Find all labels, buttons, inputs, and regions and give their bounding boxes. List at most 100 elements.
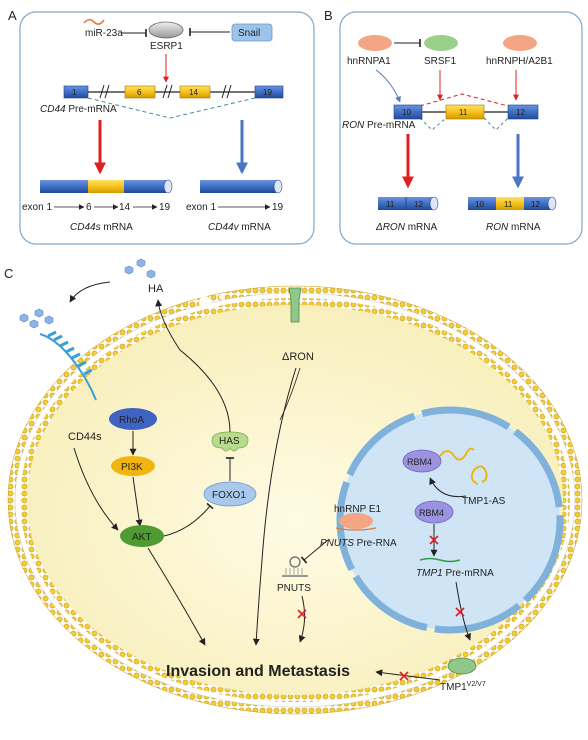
akt-inhibit-foxo1 <box>163 502 214 537</box>
rhoa-label: RhoA <box>119 415 144 426</box>
tmp1-export-cross-icon <box>455 607 465 617</box>
cd44-exon-6 <box>124 85 156 99</box>
hnrnpe1-protein <box>339 513 373 529</box>
rbm4-top-label: RBM4 <box>407 457 432 467</box>
ron-exon-10-label: 10 <box>402 108 411 117</box>
break-mark-2 <box>162 84 173 99</box>
nucleus <box>336 406 564 634</box>
ron-exon-11 <box>445 104 485 120</box>
tmp1-to-invasion <box>375 669 441 681</box>
panel-b-letter: B <box>324 8 333 23</box>
cd44-exon-1-label: 1 <box>72 88 77 97</box>
ron-exon-10b: 10 <box>475 200 484 209</box>
pi3k-label: PI3K <box>121 462 143 473</box>
cd44s-mrna-label: CD44s mRNA <box>70 222 133 233</box>
pi3k-to-akt <box>132 476 143 527</box>
has-to-ha <box>155 299 231 433</box>
cd44s-to-akt <box>73 447 119 531</box>
skip-dashed-line <box>87 97 256 119</box>
pnuts-label: PNUTS <box>277 583 311 594</box>
delta-ron-exon-12: 12 <box>414 200 423 209</box>
panel-c: C HA CD44s ΔRON RhoA <box>4 258 583 715</box>
tmp1-label: TMP1V2/V7 <box>440 681 486 693</box>
rbm4-mid-label: RBM4 <box>419 508 444 518</box>
tmp1-premrna-label: TMP1 Pre-mRNA <box>416 568 494 579</box>
tmp1-protein <box>447 657 477 675</box>
panel-b: B hnRNPA1 SRSF1 hnRNPH/A2B1 10 11 12 RON… <box>324 8 583 245</box>
cd44-exon-14-label: 14 <box>189 88 198 97</box>
ron-mrna-bar <box>468 196 557 211</box>
pnuts-cross-icon <box>297 609 307 619</box>
tmp1-premrna-icon <box>419 557 461 563</box>
vesicle-bubble-small <box>219 294 225 300</box>
pnuts-rna-icon <box>282 556 308 577</box>
ron-mrna-label: RON mRNA <box>486 222 541 233</box>
cd44-exon-1 <box>63 85 89 99</box>
akt-to-invasion <box>147 547 206 646</box>
break-mark-3 <box>221 84 232 99</box>
ron-exon-12 <box>507 104 539 120</box>
delta-ron-label: ΔRON <box>282 351 314 363</box>
rbm4-block-cross-icon <box>429 535 439 545</box>
tmp1as-rna-icon <box>470 465 488 485</box>
srsf1-protein <box>424 35 458 51</box>
cd44-premrna-label: CD44 Pre-mRNA <box>40 104 117 115</box>
delta-ron-inner-line <box>279 367 301 421</box>
cd44s-mrna-bar <box>40 179 173 194</box>
ha-label: HA <box>148 283 164 295</box>
esrp1-label: ESRP1 <box>150 41 183 52</box>
hnrnpa1-to-exon10-arrow <box>375 69 401 103</box>
ha-hexagons-icon <box>19 258 156 329</box>
akt-node <box>120 525 164 547</box>
invasion-metastasis-label: Invasion and Metastasis <box>166 663 350 680</box>
mirna-squiggle-icon <box>83 18 105 25</box>
hnrnpe1-label: hnRNP E1 <box>334 504 382 515</box>
delta-ron-receptor-icon <box>288 287 302 323</box>
rbm4-bound-rna-icon <box>439 447 475 461</box>
hnrnph-protein <box>503 35 537 51</box>
ron-exon-12b: 12 <box>531 200 540 209</box>
cd44-receptor-icon <box>39 330 97 401</box>
cd44v-exon1-label: exon 1 <box>186 202 216 213</box>
rbm4-mid-node <box>414 500 454 524</box>
cd44s-tick-14: 14 <box>119 202 131 213</box>
vesicle-bubble <box>199 296 211 308</box>
pnuts-premrna-strand <box>335 527 377 531</box>
cd44-exon-19-label: 19 <box>263 88 272 97</box>
srsf1-label: SRSF1 <box>424 56 457 67</box>
cd44v-mrna-bar <box>200 179 283 194</box>
pi3k-node <box>111 456 155 476</box>
panel-a: A miR-23a ESRP1 Snail 1 6 14 19 CD44 Pre… <box>8 8 315 245</box>
cd44-exon-14 <box>179 85 211 99</box>
pnuts-premrna-label: PNUTS Pre-RNA <box>320 538 397 549</box>
hnrnpa1-label: hnRNPA1 <box>347 56 391 67</box>
pnuts-to-invasion <box>298 595 306 643</box>
delta-ron-mrna-label: ΔRON mRNA <box>375 222 437 233</box>
ron-exon-10 <box>393 104 423 120</box>
snail-box <box>231 23 273 42</box>
cd44v-mrna-label: CD44v mRNA <box>208 222 271 233</box>
panel-a-letter: A <box>8 8 17 23</box>
cd44s-exon1-label: exon 1 <box>22 202 52 213</box>
ron-premrna-label: RON Pre-mRNA <box>342 120 416 131</box>
hnrnpe1-inhibit-pnuts <box>300 539 329 564</box>
cd44-exon-6-label: 6 <box>137 88 142 97</box>
rbm4-top-node <box>402 449 442 473</box>
ron-exon-12-label: 12 <box>516 108 525 117</box>
cd44v-tick-19: 19 <box>272 202 284 213</box>
rhoa-node <box>109 408 157 430</box>
delta-ron-exon-11: 11 <box>386 200 395 209</box>
panel-c-letter: C <box>4 266 13 281</box>
cd44s-label: CD44s <box>68 431 102 443</box>
ha-release-arrow <box>69 281 111 303</box>
esrp1-protein <box>148 21 184 39</box>
hnrnpa1-protein <box>358 35 392 51</box>
delta-ron-mrna-bar <box>378 196 439 211</box>
tmp1-cross-icon <box>399 671 409 681</box>
ron-exon-11-label: 11 <box>459 108 468 117</box>
cd44-exon-19 <box>254 85 284 99</box>
break-mark-1 <box>99 84 110 99</box>
foxo1-label: FOXO1 <box>212 490 246 501</box>
hnrnph-label: hnRNPH/A2B1 <box>486 56 553 67</box>
cd44s-tick-6: 6 <box>86 202 92 213</box>
